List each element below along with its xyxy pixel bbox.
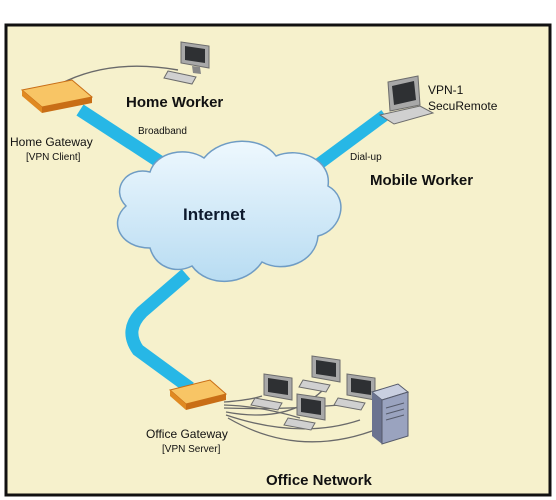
vpn1-label: VPN-1 [428,83,464,97]
dialup-link [304,110,389,177]
gateway-router-icon [168,379,228,410]
office-cables [223,387,381,443]
broadband-link [76,104,164,168]
securemote-label: SecuRemote [428,99,498,113]
links [76,104,389,394]
desktop-computer-icon [163,41,210,85]
desktop-computer-icon [298,355,341,393]
gateway-router-icon [20,79,94,113]
desktop-computer-icon [333,373,376,411]
mobile-worker-label: Mobile Worker [370,172,474,189]
office-gateway-label: Office Gateway [146,427,228,441]
home-worker-label: Home Worker [126,94,224,111]
laptop-icon [378,75,435,125]
dialup-label: Dial-up [350,152,382,163]
server-tower-icon [370,383,410,445]
vpn-server-label: [VPN Server] [162,444,221,455]
office-computers [250,355,376,431]
home-gateway-label: Home Gateway [10,135,93,149]
office-link [125,269,194,394]
desktop-computer-icon [250,373,293,411]
office-network-label: Office Network [266,472,372,489]
home-cable [59,65,179,85]
vpn-client-label: [VPN Client] [26,152,81,163]
cloud-icon [116,140,342,282]
desktop-computer-icon [283,393,326,431]
broadband-label: Broadband [138,126,187,137]
internet-label: Internet [183,205,246,224]
